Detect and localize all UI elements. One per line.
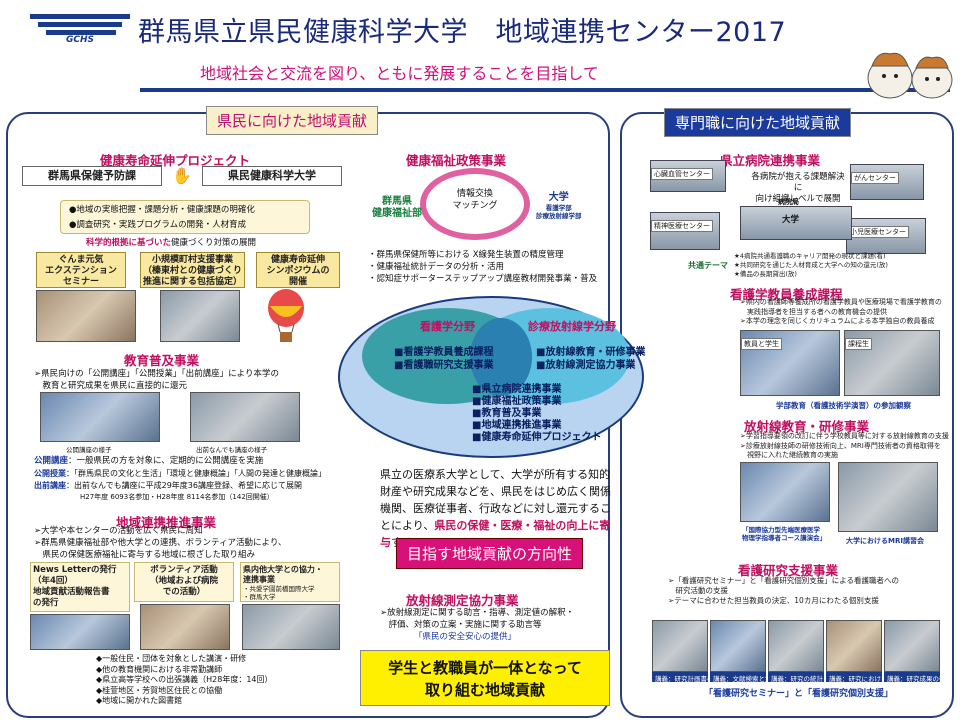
seminar-photo [36, 290, 136, 342]
health-project-title: 健康寿命延伸プロジェクト [100, 153, 251, 168]
welfare-right: 大学 看護学部 診療放射線学部 [536, 192, 582, 220]
common-items: ■県立病院連携事業■健康福祉政策事業■教育普及事業■地域連携推進事業■健康寿命延… [472, 384, 602, 443]
hospital-center-text: 各病院が抱える課題解決に 向け組織レベルで展開 [751, 172, 845, 204]
gchs-logo: GCHS [30, 8, 130, 50]
health-project-points: ●地域の実態把握・課題分析・健康課題の明確化 ●調査研究・実践プログラムの開発・… [60, 200, 310, 234]
radiation-measure-quote: 「県民の安全安心の提供」 [414, 632, 517, 642]
education-stat: H27年度 6093名参加・H28年度 8114名参加（142回開催） [80, 493, 274, 501]
teacher-photo-1: 教員と学生 [740, 330, 840, 396]
welfare-center: 情報交換 マッチング [452, 189, 498, 211]
point-1: ●地域の実態把握・課題分析・健康課題の明確化 [69, 205, 255, 215]
volunteer-box: ボランティア活動 （地域および病院 での活動） [134, 562, 234, 602]
radiology-title: 診療放射線学分野 [528, 320, 616, 333]
research-title: 看護研究支援事業 [738, 563, 839, 578]
project-item-1: ぐんま元気 エクステンション セミナー [36, 252, 126, 288]
theme-tag: 共通テーマ [688, 261, 728, 270]
nursing-items: ■看護学教員養成課程■看護職研究支援事業 [394, 347, 494, 371]
welfare-left: 群馬県 健康福祉部 [372, 196, 422, 219]
teacher-title: 看護学教員養成課程 [730, 287, 843, 302]
coop-photo [242, 604, 340, 650]
regional-title: 地域連携推進事業 [116, 515, 217, 530]
health-project-note-accent: 科学的根拠に基づいた健康づくり対策の展開 [86, 238, 257, 248]
welfare-bullet-1: ・群馬県保健所等における X線発生装置の精度管理 [368, 250, 564, 260]
rad-edu-bullets: ➢学習指導要領の改訂に伴う学校教員等に対する放射線教育の支援➢診療放射線技師の研… [740, 432, 949, 459]
welfare-bullet-3: ・認知症サポーターステップアップ講座教材開発事業・普及 [368, 274, 598, 284]
welfare-bullet-2: ・健康福祉統計データの分析・活用 [368, 262, 505, 272]
volunteer-photo [140, 604, 230, 650]
research-photo-4 [826, 620, 882, 672]
education-line-3: 出前講座：出前なんでも講座に平成29年度36講座登録、希望に応じて展開 [34, 481, 302, 490]
heart-center-photo: 心臓血管センター [650, 160, 726, 192]
research-bullets: ➢「看護研究セミナー」と「看護研究個別支援」による看護職者への 研究活動の支援➢… [668, 576, 900, 605]
hospital-themes: ★4病院共通看護職のキャリア開発の現状と課題(看)★共同研究を通じた人材育成と大… [734, 252, 888, 278]
regional-bullet-2: ➢群馬県健康福祉部や他大学との連携、ボランティア活動により、 県民の保健医療福祉… [34, 538, 287, 560]
direction-banner: 目指す地域貢献の方向性 [396, 538, 584, 569]
cancer-center-photo: がんセンター [850, 164, 924, 200]
balloon-icon [264, 288, 308, 344]
rad-edu-photo-1 [740, 462, 830, 522]
teacher-photo-2: 課程生 [844, 330, 940, 396]
handshake-icon: ✋ [172, 166, 192, 185]
research-steps: 講義：研究計画書の作成 講義：文献検索と文献検討 講義：研究の統計 講義：研究に… [652, 672, 940, 682]
education-line-1: 公開講座：一般県民の方を対象に、定期的に公開講座を実施 [34, 456, 264, 466]
welfare-right-main: 大学 [548, 192, 569, 203]
education-title: 教育普及事業 [124, 353, 200, 368]
regional-list: ◆一般住民・団体を対象とした講演・研修◆他の教育機関における非常勤講師◆県立高等… [96, 654, 273, 705]
title-underline [140, 88, 950, 92]
radiation-measure-title: 放射線測定協力事業 [406, 593, 519, 608]
point-2: ●調査研究・実践プログラムの開発・人材育成 [69, 220, 247, 230]
nursing-title: 看護学分野 [420, 320, 475, 333]
university-label: 大学 [782, 215, 800, 225]
bottom-banner: 学生と教職員が一体となって 取り組む地域貢献 [360, 650, 610, 706]
research-photo-2 [710, 620, 766, 672]
mascot-illustration [860, 44, 956, 100]
education-line-2: 公開授業：「群馬県民の文化と生活」「環境と健康概論」「人間の発達と健康概論」 [34, 469, 326, 478]
welfare-title: 健康福祉政策事業 [406, 153, 507, 168]
hospital-title: 県立病院連携事業 [720, 153, 821, 168]
delivery-lecture-caption: 出前なんでも講座の様子 [196, 446, 268, 454]
education-intro: ➢県民向けの「公開講座」「公開授業」「出前講座」により本学の 教育と研究成果を県… [34, 369, 279, 391]
rad-edu-title: 放射線教育・研修事業 [744, 419, 870, 434]
research-photo-3 [768, 620, 824, 672]
welfare-right-sub: 看護学部 診療放射線学部 [536, 204, 582, 220]
children-center-photo: 小児医療センター [846, 218, 926, 254]
project-item-2: 小規模町村支援事業 （榛東村との健康づくり 推進に関する包括協定） [140, 252, 245, 288]
research-photo-1 [652, 620, 708, 672]
research-caption: 「看護研究セミナー」と「看護研究個別支援」 [704, 689, 894, 699]
newsletter-photo [30, 614, 130, 650]
page-subtitle: 地域社会と交流を図り、ともに発展することを目指して [200, 64, 599, 83]
welfare-cycle: 情報交換 マッチング [420, 168, 530, 240]
teacher-bullets: ➢県内の看護師等養成所の看護学教員や医療現場で看護学教育の 実践指導者を担当する… [740, 298, 942, 325]
teacher-caption: 学部教育（看護技術学演習）の参加観察 [776, 401, 911, 410]
page-title: 群馬県立県民健康科学大学 地域連携センター2017 [138, 17, 787, 48]
delivery-lecture-photo [190, 392, 300, 442]
public-lecture-photo [40, 392, 160, 442]
agreement-photo [160, 290, 240, 342]
radiology-items: ■放射線教育・研修事業■放射線測定協力事業 [536, 347, 646, 371]
university-photo [740, 206, 852, 240]
party-left: 群馬県保健予防課 [22, 166, 162, 186]
university-coop-box: 県内他大学との協力・ 連携事業 ・共愛学園前橋国際大学 ・群馬大学 [240, 562, 340, 602]
public-lecture-caption: 公開講座の様子 [66, 446, 112, 454]
rad-edu-photo-2 [838, 462, 938, 532]
research-photo-5 [884, 620, 940, 672]
rad-edu-caption-right: 大学におけるMRI講習会 [846, 537, 924, 545]
newsletter-box: News Letterの発行 （年4回） 地域貢献活動報告書 の発行 [30, 562, 130, 612]
rad-edu-caption-left: 「国際協力型先端医療医学 物理学指導者コース講演会」 [742, 526, 827, 542]
psych-center-photo: 精神医療センター [650, 212, 720, 250]
health-project-parties: 群馬県保健予防課 ✋ 県民健康科学大学 [22, 166, 342, 186]
left-banner: 県民に向けた地域貢献 [206, 106, 379, 135]
project-item-3: 健康寿命延伸 シンポジウムの 開催 [256, 252, 340, 288]
overlap-circle [470, 318, 532, 396]
regional-bullet-1: ➢大学や本センターの活動を広く県民に周知 [34, 526, 203, 536]
right-banner: 専門職に向けた地域貢献 [664, 108, 852, 137]
logo-text: GCHS [66, 35, 95, 45]
radiation-measure-text: ➢放射線測定に関する助言・指導、測定値の解釈・ 評価、対策の立案・実施に関する助… [380, 608, 575, 630]
party-right: 県民健康科学大学 [202, 166, 342, 186]
hospital-label: 病院局 [778, 198, 799, 206]
